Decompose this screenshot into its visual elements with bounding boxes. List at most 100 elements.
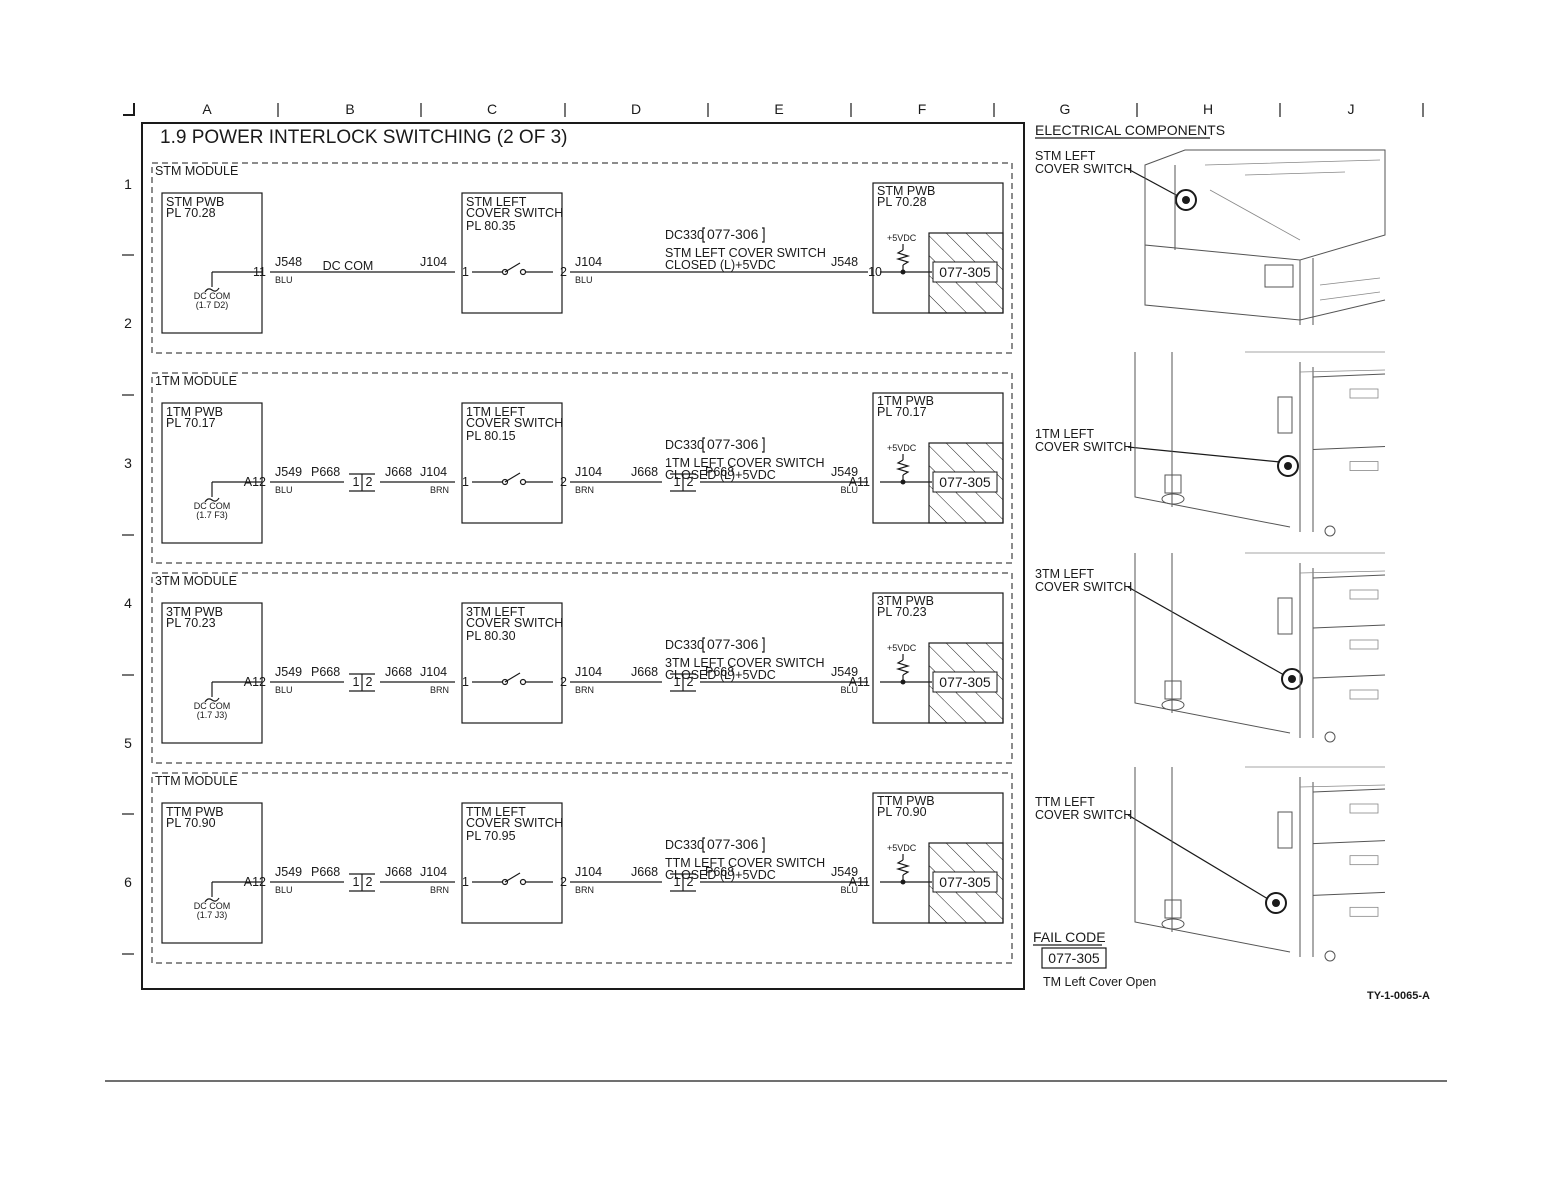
wire-color-label: BRN bbox=[430, 885, 449, 895]
left-wire-color: BLU bbox=[275, 485, 293, 495]
page-title: 1.9 POWER INTERLOCK SWITCHING (2 OF 3) bbox=[160, 127, 568, 148]
tray-detail bbox=[1319, 277, 1381, 301]
grid-column-label: E bbox=[774, 101, 783, 117]
switch-icon bbox=[1272, 899, 1280, 907]
dc-com-ref: (1.7 F3) bbox=[196, 510, 228, 520]
drawer-handle bbox=[1349, 639, 1379, 650]
jack-label: J668 bbox=[385, 865, 412, 879]
left-pin-number: A12 bbox=[244, 875, 266, 889]
wire-color-label: BLU bbox=[840, 685, 858, 695]
switch-name: 1TM LEFT bbox=[466, 405, 525, 419]
tray-caster bbox=[1324, 950, 1336, 962]
wire-color-label: BLU bbox=[840, 485, 858, 495]
switch-contact bbox=[501, 478, 509, 486]
right-pwb-name: 1TM PWB bbox=[877, 394, 934, 408]
dc330-label: DC330 bbox=[665, 638, 704, 652]
switch-contact bbox=[501, 268, 509, 276]
jack-label: J668 bbox=[385, 465, 412, 479]
connector-pin-b: 2 bbox=[366, 675, 373, 689]
switch-pin-2: 2 bbox=[560, 475, 567, 489]
right-pin-number: A11 bbox=[849, 675, 870, 689]
connector-pin-b: 2 bbox=[366, 475, 373, 489]
code-ref: 077-306 bbox=[707, 436, 759, 452]
fail-code-value: 077-305 bbox=[1048, 950, 1100, 966]
switch-pin-2: 2 bbox=[560, 675, 567, 689]
tray-edge bbox=[1299, 777, 1314, 957]
switch-part: PL 80.15 bbox=[466, 429, 516, 443]
left-jack-label: J549 bbox=[275, 865, 302, 879]
module-label: 1TM MODULE bbox=[155, 374, 237, 388]
tray-foot bbox=[1164, 899, 1182, 919]
grid-corner-mark bbox=[123, 103, 135, 116]
dc-com-label: DC COM bbox=[194, 501, 231, 511]
signal-state: CLOSED (L)+5VDC bbox=[665, 668, 776, 682]
signal-state: CLOSED (L)+5VDC bbox=[665, 468, 776, 482]
right-jack-label: J549 bbox=[831, 665, 858, 679]
grid-column-label: C bbox=[487, 101, 497, 117]
component-callout-type: COVER SWITCH bbox=[1035, 580, 1132, 594]
left-pwb-part: PL 70.28 bbox=[166, 206, 216, 220]
left-jack-label: J549 bbox=[275, 665, 302, 679]
code-ref: 077-306 bbox=[707, 836, 759, 852]
resistor-icon bbox=[895, 659, 911, 676]
jack-label-j104-right: J104 bbox=[575, 865, 602, 879]
switch-part: PL 70.95 bbox=[466, 829, 516, 843]
resistor-icon bbox=[895, 249, 911, 266]
bracket-left bbox=[702, 637, 705, 653]
left-wire-color: BLU bbox=[275, 885, 293, 895]
bracket-right bbox=[762, 837, 765, 853]
switch-pin-1: 1 bbox=[462, 475, 469, 489]
right-pwb-part: PL 70.28 bbox=[877, 195, 927, 209]
module-boundary bbox=[151, 772, 1013, 964]
grid-column-label: J bbox=[1348, 101, 1355, 117]
plug-label: P668 bbox=[705, 665, 734, 679]
bracket-right bbox=[762, 437, 765, 453]
jack-label-j104-right: J104 bbox=[575, 465, 602, 479]
switch-type: COVER SWITCH bbox=[466, 416, 563, 430]
dc-com-label: DC COM bbox=[194, 291, 231, 301]
fail-code-box-text: 077-305 bbox=[939, 264, 991, 280]
right-pwb-part: PL 70.23 bbox=[877, 605, 927, 619]
code-ref: 077-306 bbox=[707, 226, 759, 242]
dc-com-label: DC COM bbox=[194, 901, 231, 911]
tray-outline bbox=[1134, 352, 1291, 528]
right-pin-number: A11 bbox=[849, 875, 870, 889]
dc330-label: DC330 bbox=[665, 438, 704, 452]
ground-icon bbox=[204, 697, 220, 703]
tray-handle bbox=[1277, 811, 1293, 849]
grid-row-label: 6 bbox=[124, 874, 132, 890]
code-ref: 077-306 bbox=[707, 636, 759, 652]
component-callout-name: 3TM LEFT bbox=[1035, 567, 1094, 581]
component-callout-type: COVER SWITCH bbox=[1035, 440, 1132, 454]
drawer-handle bbox=[1349, 906, 1379, 917]
switch-arm-icon bbox=[504, 672, 521, 683]
tray-body bbox=[1144, 245, 1386, 321]
junction-dot bbox=[900, 479, 906, 485]
plug-label: P668 bbox=[705, 865, 734, 879]
connector-pin-b: 2 bbox=[687, 475, 694, 489]
bracket-right bbox=[762, 227, 765, 243]
switch-contact bbox=[519, 268, 527, 276]
fail-code-description: TM Left Cover Open bbox=[1043, 975, 1156, 989]
drawer-line bbox=[1312, 373, 1386, 378]
callout-leader bbox=[1127, 814, 1269, 900]
grid-row-label: 4 bbox=[124, 595, 132, 611]
right-jack-label: J548 bbox=[831, 255, 858, 269]
diagram-frame bbox=[141, 122, 1025, 990]
jack-label-j104-right: J104 bbox=[575, 665, 602, 679]
vdc-label: +5VDC bbox=[887, 233, 917, 243]
component-callout-type: COVER SWITCH bbox=[1035, 162, 1132, 176]
grid-column-label: B bbox=[345, 101, 354, 117]
connector-pin-b: 2 bbox=[687, 675, 694, 689]
right-jack-label: J549 bbox=[831, 465, 858, 479]
jack-label: J668 bbox=[385, 665, 412, 679]
connector-pin-b: 2 bbox=[687, 875, 694, 889]
tray-foot bbox=[1164, 680, 1182, 700]
tray-handle bbox=[1277, 396, 1293, 434]
junction-dot bbox=[900, 269, 906, 275]
switch-pin-1: 1 bbox=[462, 265, 469, 279]
junction-dot bbox=[900, 679, 906, 685]
left-pwb-name: STM PWB bbox=[166, 195, 224, 209]
